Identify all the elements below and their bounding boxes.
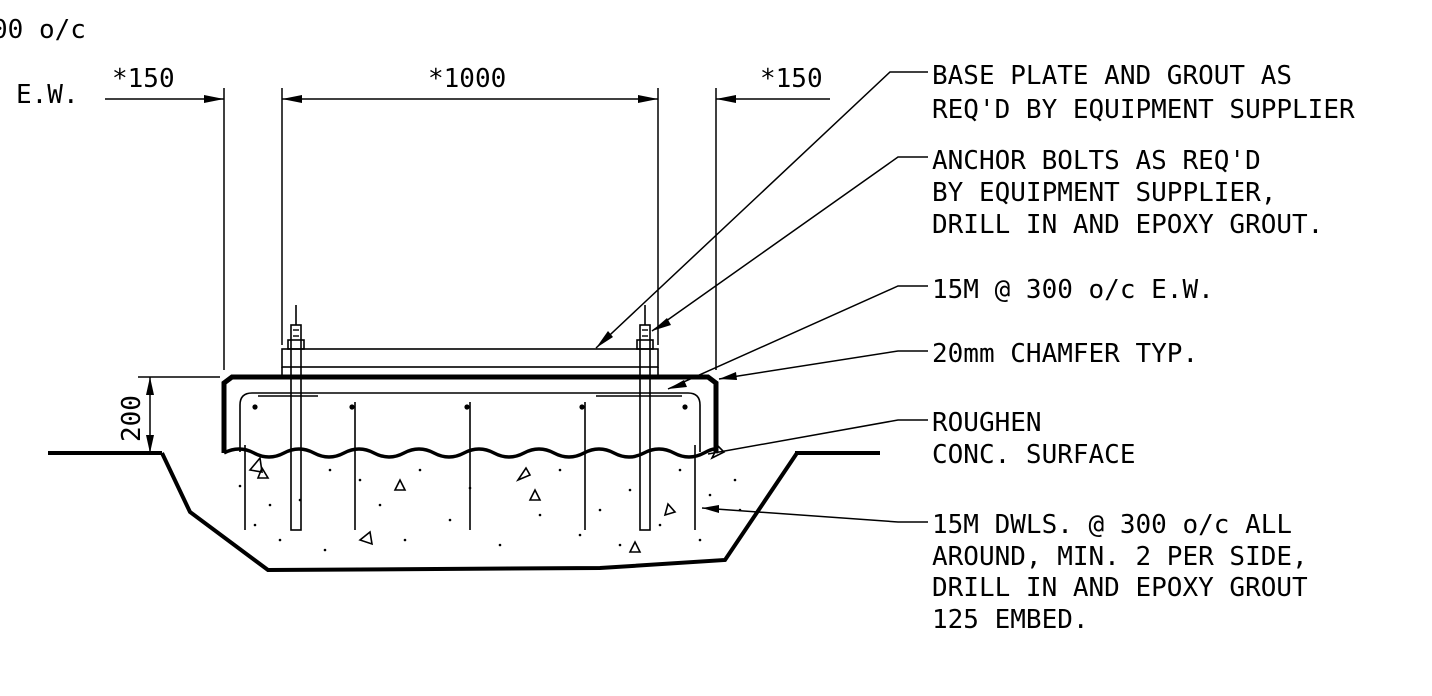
dowels bbox=[244, 402, 696, 530]
concrete-aggregate-triangles bbox=[248, 444, 726, 553]
svg-text:REQ'D BY EQUIPMENT SUPPLIER: REQ'D BY EQUIPMENT SUPPLIER bbox=[932, 95, 1355, 125]
svg-text:CONC. SURFACE: CONC. SURFACE bbox=[932, 440, 1136, 470]
svg-text:125 EMBED.: 125 EMBED. bbox=[932, 605, 1089, 635]
partial-label-ew: E.W. bbox=[16, 80, 79, 110]
base-plate bbox=[281, 348, 659, 377]
svg-text:BASE PLATE AND GROUT AS: BASE PLATE AND GROUT AS bbox=[932, 61, 1292, 91]
callout-roughen: ROUGHEN CONC. SURFACE bbox=[932, 408, 1136, 470]
anchor-bolt-left bbox=[287, 305, 305, 531]
svg-text:BY EQUIPMENT SUPPLIER,: BY EQUIPMENT SUPPLIER, bbox=[932, 178, 1276, 208]
leader-lines bbox=[595, 71, 928, 523]
svg-text:ROUGHEN: ROUGHEN bbox=[932, 408, 1042, 438]
svg-text:DRILL IN AND EPOXY GROUT: DRILL IN AND EPOXY GROUT bbox=[932, 573, 1308, 603]
leader-arrows bbox=[596, 318, 737, 513]
anchor-bolt-right bbox=[636, 305, 654, 531]
dimension-center-span: *1000 bbox=[428, 64, 506, 94]
rebar-stirrup bbox=[239, 392, 701, 452]
dimension-left-overhang: *150 bbox=[112, 64, 175, 94]
svg-text:20mm CHAMFER TYP.: 20mm CHAMFER TYP. bbox=[932, 339, 1198, 369]
svg-text:DRILL IN AND EPOXY GROUT.: DRILL IN AND EPOXY GROUT. bbox=[932, 210, 1323, 240]
callout-chamfer: 20mm CHAMFER TYP. bbox=[932, 339, 1198, 369]
new-concrete-pad bbox=[221, 374, 719, 459]
dimension-right-overhang: *150 bbox=[760, 64, 823, 94]
dimension-height: 200 bbox=[117, 395, 147, 442]
svg-text:ANCHOR BOLTS AS REQ'D: ANCHOR BOLTS AS REQ'D bbox=[932, 146, 1261, 176]
callout-dowels: 15M DWLS. @ 300 o/c ALL AROUND, MIN. 2 P… bbox=[932, 510, 1308, 635]
callout-base-plate: BASE PLATE AND GROUT AS REQ'D BY EQUIPME… bbox=[932, 61, 1355, 125]
callout-rebar: 15M @ 300 o/c E.W. bbox=[932, 275, 1214, 305]
dimension-arrows bbox=[146, 95, 736, 453]
svg-text:AROUND, MIN. 2 PER SIDE,: AROUND, MIN. 2 PER SIDE, bbox=[932, 542, 1308, 572]
svg-text:15M @ 300 o/c E.W.: 15M @ 300 o/c E.W. bbox=[932, 275, 1214, 305]
rebar-dots bbox=[252, 404, 688, 410]
roughened-surface-line bbox=[223, 447, 719, 459]
partial-label-top-left: 00 o/c bbox=[0, 15, 86, 45]
existing-concrete-base bbox=[48, 402, 880, 573]
svg-text:15M DWLS. @ 300 o/c ALL: 15M DWLS. @ 300 o/c ALL bbox=[932, 510, 1292, 540]
callout-anchor-bolts: ANCHOR BOLTS AS REQ'D BY EQUIPMENT SUPPL… bbox=[932, 146, 1323, 240]
dimension-lines bbox=[105, 88, 830, 453]
